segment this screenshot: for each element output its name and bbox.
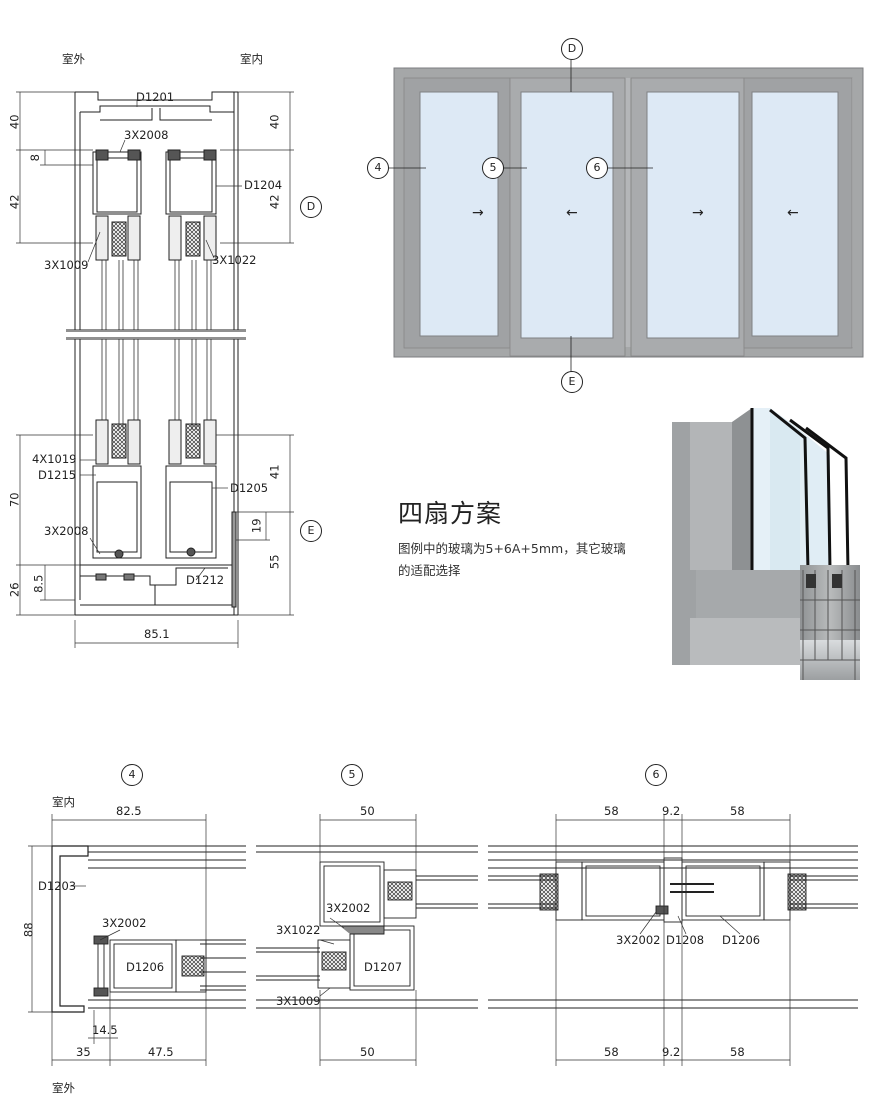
- elevation-marker-6: 6: [586, 157, 608, 179]
- section-4-dims: [28, 814, 207, 1066]
- section-dimensions: [16, 91, 294, 648]
- product-title: 四扇方案: [398, 499, 503, 528]
- sec4-dim-14-5: 14.5: [92, 1023, 118, 1037]
- section-5-drawing: [256, 845, 478, 1009]
- dim-right-55: 55: [267, 554, 282, 570]
- dim-left-40: 40: [7, 114, 22, 130]
- elevation-marker-5: 5: [482, 157, 504, 179]
- sec5-3x2002: 3X2002: [326, 901, 371, 915]
- dim-right-41: 41: [267, 464, 282, 480]
- sash-arrow-2: ←: [566, 205, 578, 221]
- part-d1201: D1201: [136, 90, 175, 104]
- sec6-d1206: D1206: [722, 933, 761, 947]
- sec6-d1208: D1208: [666, 933, 705, 947]
- dim-left-8-5: 8.5: [31, 574, 46, 593]
- part-d1212: D1212: [186, 573, 225, 587]
- part-3x2008-bottom: 3X2008: [44, 524, 89, 538]
- section-5-dims: [319, 814, 417, 1066]
- section-6-marker: 6: [645, 764, 667, 786]
- sec6-bottom-dim-left: 58: [604, 1045, 619, 1059]
- sec6-bottom-dim-mid: 9.2: [662, 1045, 681, 1059]
- sash-arrow-1: →: [472, 205, 484, 221]
- dim-width-85-1: 85.1: [144, 627, 170, 641]
- sec4-dim-35: 35: [76, 1045, 91, 1059]
- elevation-marker-4: 4: [367, 157, 389, 179]
- sash-arrow-4: ←: [787, 205, 799, 221]
- sec4-dim-47-5: 47.5: [148, 1045, 174, 1059]
- part-3x2008-top: 3X2008: [124, 128, 169, 142]
- part-d1204: D1204: [244, 178, 283, 192]
- elevation-marker-d: D: [561, 38, 583, 60]
- sec6-3x2002: 3X2002: [616, 933, 661, 947]
- vertical-section: [66, 91, 246, 616]
- sec6-top-dim-left: 58: [604, 804, 619, 818]
- dim-right-40: 40: [267, 114, 282, 130]
- sec4-height-dim: 88: [21, 922, 36, 938]
- dim-left-8: 8: [27, 154, 42, 162]
- sec4-d1203: D1203: [38, 879, 77, 893]
- dim-left-42: 42: [7, 194, 22, 210]
- sec5-d1207: D1207: [364, 960, 403, 974]
- dim-right-19: 19: [249, 518, 264, 534]
- sec6-bottom-dim-right: 58: [730, 1045, 745, 1059]
- section-6-drawing: [488, 845, 858, 1009]
- sec5-3x1009: 3X1009: [276, 994, 321, 1008]
- section-marker-e: E: [300, 520, 322, 542]
- section-4-drawing: [51, 845, 246, 1013]
- sash-arrow-3: →: [692, 205, 704, 221]
- sec4-outdoor-label: 室外: [52, 1081, 75, 1095]
- part-3x1009: 3X1009: [44, 258, 89, 272]
- sec4-top-dim: 82.5: [116, 804, 142, 818]
- part-4x1019: 4X1019: [32, 452, 77, 466]
- section-6-dims: [555, 814, 791, 1066]
- sec4-d1206: D1206: [126, 960, 165, 974]
- elevation-marker-e: E: [561, 371, 583, 393]
- sec5-bottom-dim: 50: [360, 1045, 375, 1059]
- window-elevation: [388, 60, 864, 372]
- part-3x1022: 3X1022: [212, 253, 257, 267]
- dim-right-42: 42: [267, 194, 282, 210]
- dim-left-26: 26: [7, 582, 22, 598]
- sec6-top-dim-right: 58: [730, 804, 745, 818]
- section-marker-d: D: [300, 196, 322, 218]
- dim-left-70: 70: [7, 492, 22, 508]
- sec5-3x1022: 3X1022: [276, 923, 321, 937]
- sec4-indoor-label: 室内: [52, 795, 75, 809]
- profile-3d-render: [672, 408, 860, 680]
- section-4-marker: 4: [121, 764, 143, 786]
- section-5-marker: 5: [341, 764, 363, 786]
- part-d1205: D1205: [230, 481, 269, 495]
- outdoor-label: 室外: [62, 52, 85, 66]
- product-description: 图例中的玻璃为5+6A+5mm，其它玻璃的适配选择: [398, 541, 626, 578]
- sec6-top-dim-mid: 9.2: [662, 804, 681, 818]
- sec5-top-dim: 50: [360, 804, 375, 818]
- sec4-3x2002: 3X2002: [102, 916, 147, 930]
- indoor-label: 室内: [240, 52, 263, 66]
- part-d1215: D1215: [38, 468, 77, 482]
